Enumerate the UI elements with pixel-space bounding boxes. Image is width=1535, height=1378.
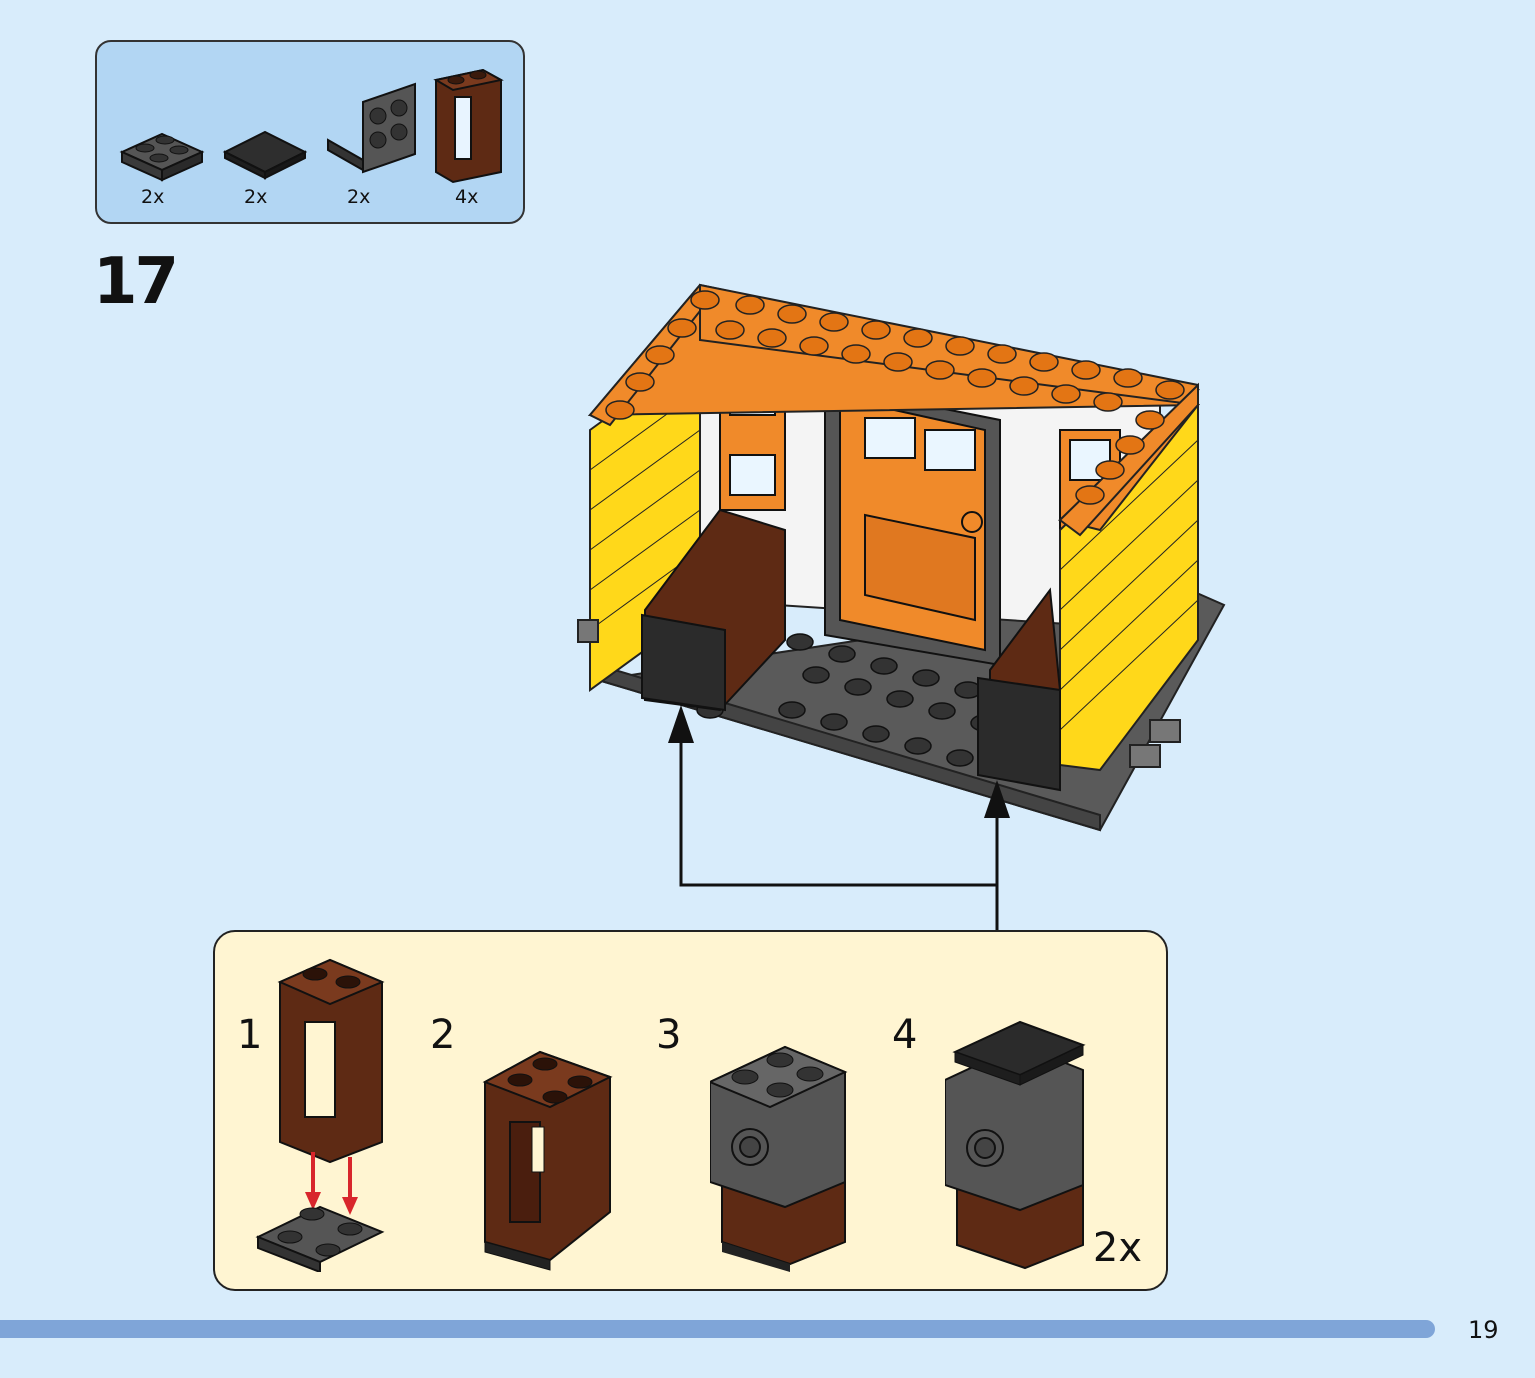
part-tile-2x2: 2x — [220, 42, 320, 226]
sub-assembly-box: 1 2 3 4 — [213, 930, 1168, 1291]
page-number: 19 — [1468, 1316, 1499, 1344]
door — [824, 383, 1001, 667]
planter-left — [641, 508, 786, 712]
window-frame-icon — [433, 68, 504, 184]
arrow-down-icon — [342, 1197, 358, 1215]
part-plate-2x2: 2x — [117, 42, 217, 226]
top-rim — [587, 283, 1201, 537]
sub-step-number: 3 — [656, 1012, 682, 1058]
sub-assembly-quantity: 2x — [1092, 1225, 1142, 1271]
sub-step-1-illustration — [255, 958, 385, 1272]
part-quantity: 2x — [244, 186, 268, 208]
house-model-illustration — [577, 283, 1226, 832]
bracket-icon — [327, 82, 416, 174]
arrow-up-icon — [984, 780, 1010, 818]
tile-2x2-icon — [222, 130, 308, 180]
sub-step-number: 2 — [430, 1012, 456, 1058]
arrow-down-icon — [305, 1192, 321, 1210]
arrow-up-icon — [668, 705, 694, 743]
parts-list: 2x 2x 2x 4x — [95, 40, 525, 224]
step-number: 17 — [93, 245, 179, 319]
planter-right — [977, 587, 1062, 792]
part-bracket: 2x — [323, 42, 423, 226]
part-quantity: 4x — [455, 186, 479, 208]
sub-step-number: 4 — [892, 1012, 918, 1058]
page-progress-bar — [0, 1320, 1435, 1338]
sub-step-number: 1 — [237, 1012, 263, 1058]
sub-step-4-illustration — [945, 1020, 1086, 1270]
sub-step-3-illustration — [710, 1045, 848, 1272]
part-quantity: 2x — [347, 186, 371, 208]
plate-2x2-icon — [119, 132, 205, 182]
sub-step-2-illustration — [482, 1050, 613, 1271]
part-window-frame: 4x — [431, 42, 531, 226]
part-quantity: 2x — [141, 186, 165, 208]
